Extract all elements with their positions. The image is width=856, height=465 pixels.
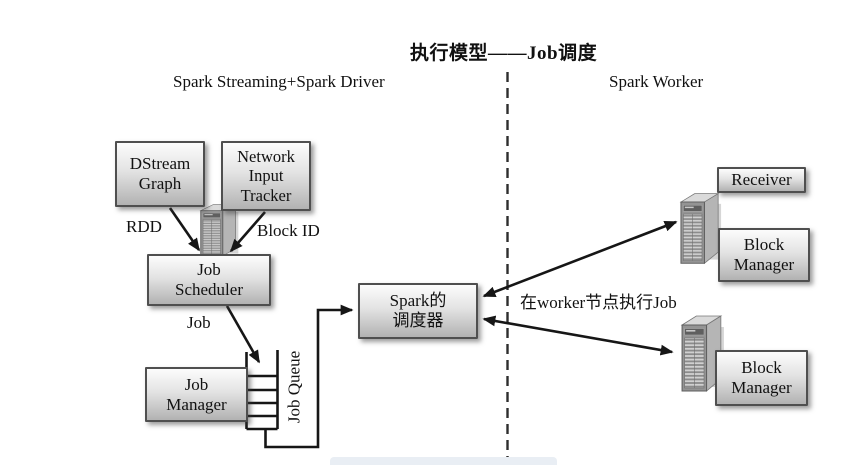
job-queue-ladder-icon bbox=[245, 350, 279, 431]
receiver-box: Receiver bbox=[717, 167, 806, 193]
bm-top-line1: Block bbox=[743, 235, 785, 255]
job-manager-box: Job Manager bbox=[145, 367, 248, 422]
nit-line2: Input bbox=[248, 166, 284, 186]
job-queue-label: Job Queue bbox=[284, 350, 304, 424]
worker-section-header: Spark Worker bbox=[609, 72, 704, 91]
bm-bottom-line2: Manager bbox=[731, 378, 792, 397]
nit-line1: Network bbox=[237, 147, 295, 167]
rdd-label: RDD bbox=[126, 217, 162, 236]
arrow-scheduler-worker-top bbox=[482, 220, 678, 298]
receiver-line1: Receiver bbox=[731, 170, 792, 190]
bottom-edge-bar bbox=[330, 457, 557, 465]
spark-scheduler-line1: Spark的 bbox=[389, 291, 447, 311]
spark-scheduler-line2: 调度器 bbox=[392, 311, 444, 330]
job-manager-line1: Job bbox=[184, 374, 209, 394]
driver-section-header: Spark Streaming+Spark Driver bbox=[173, 72, 385, 91]
arrow-job-to-queue bbox=[225, 305, 261, 364]
block-manager-top-box: Block Manager bbox=[718, 228, 810, 282]
worker-exec-label: 在worker节点执行Job bbox=[520, 293, 677, 312]
dstream-graph-box: DStream Graph bbox=[115, 141, 205, 207]
dstream-graph-line1: DStream bbox=[129, 154, 191, 174]
nit-line3: Tracker bbox=[240, 185, 292, 205]
job-scheduler-line2: Scheduler bbox=[175, 280, 243, 299]
job-label: Job bbox=[187, 313, 211, 332]
diagram-title: 执行模型——Job调度 bbox=[410, 43, 598, 64]
spark-scheduler-box: Spark的 调度器 bbox=[358, 283, 478, 339]
job-scheduler-box: Job Scheduler bbox=[147, 254, 271, 306]
network-input-tracker-box: Network Input Tracker bbox=[221, 141, 311, 211]
arrow-queue-to-spark-scheduler bbox=[264, 304, 354, 449]
job-scheduler-line1: Job bbox=[197, 260, 221, 280]
bm-top-line2: Manager bbox=[733, 255, 795, 274]
arrow-scheduler-worker-bottom bbox=[482, 315, 674, 356]
arrow-rdd bbox=[168, 207, 201, 252]
worker-server-top-icon bbox=[680, 193, 722, 264]
block-id-label: Block ID bbox=[257, 221, 320, 240]
arrow-block-id bbox=[229, 211, 266, 253]
job-manager-line2: Manager bbox=[166, 394, 227, 414]
block-manager-bottom-box: Block Manager bbox=[715, 350, 808, 406]
dstream-graph-line2: Graph bbox=[138, 174, 182, 193]
bm-bottom-line1: Block bbox=[741, 358, 782, 378]
